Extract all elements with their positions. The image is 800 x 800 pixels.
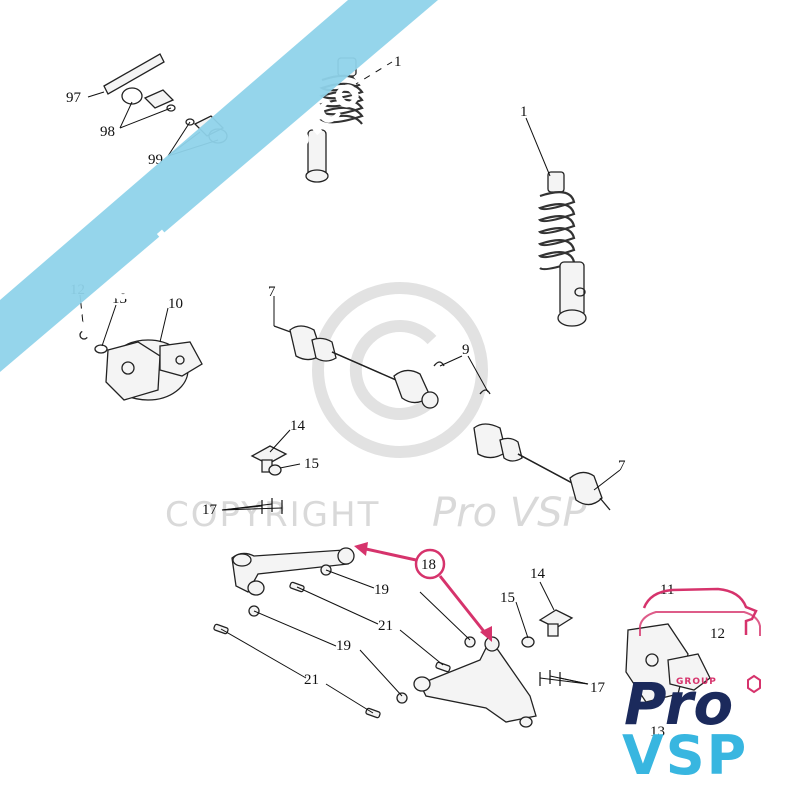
leader-lines (79, 61, 621, 714)
label-21-lower: 21 (304, 672, 319, 688)
label-7-upper: 7 (268, 284, 276, 300)
logo-group-text: GROUP (676, 677, 717, 687)
long-bolts (213, 581, 451, 719)
label-7-lower: 7 (618, 458, 626, 474)
shock-absorber-right (537, 171, 587, 327)
label-19-lower: 19 (336, 638, 351, 654)
label-17-right: 17 (590, 680, 606, 696)
drive-shaft-lower (473, 423, 611, 511)
label-13-left: 13 (112, 291, 127, 307)
copyright-watermark: COPYRIGHT Pro VSP (165, 282, 588, 536)
label-9: 9 (462, 342, 470, 358)
copyright-brand: Pro VSP (432, 490, 588, 536)
label-98: 98 (100, 124, 115, 140)
label-21-upper: 21 (378, 618, 393, 634)
provsp-logo: GROUP Pro VSP (622, 587, 761, 787)
logo-pro-text: Pro (624, 670, 733, 738)
lower-control-arm (413, 636, 537, 728)
site-banner: pro-piece-vsp.com (0, 0, 438, 372)
label-1-upper: 1 (394, 54, 402, 70)
label-14-left: 14 (290, 418, 306, 434)
hexagon-icon (747, 674, 761, 694)
label-15-left: 15 (304, 456, 319, 472)
bolts-left (261, 498, 283, 514)
logo-vsp-text: VSP (622, 724, 748, 787)
bolts-right (539, 670, 561, 686)
ball-joint-left (250, 445, 288, 476)
highlight-18 (354, 542, 492, 642)
label-1-right: 1 (520, 104, 528, 120)
label-19-upper: 19 (374, 582, 389, 598)
upper-control-arm (231, 547, 355, 596)
label-18: 18 (421, 557, 436, 573)
label-13-right: 13 (650, 724, 665, 740)
part-labels: 97 98 99 1 1 12 13 10 7 9 7 14 15 17 18 … (66, 54, 725, 740)
hub-assembly-right (625, 623, 711, 703)
copyright-text: COPYRIGHT (165, 495, 380, 535)
label-12-right: 12 (710, 626, 725, 642)
label-10: 10 (168, 296, 183, 312)
label-15-right: 15 (500, 590, 515, 606)
label-97: 97 (66, 90, 82, 106)
drive-shaft-upper (273, 325, 439, 409)
label-17-left: 17 (202, 502, 218, 518)
label-14-right: 14 (530, 566, 546, 582)
ball-joint-right (521, 609, 574, 648)
hub-knuckle (79, 330, 203, 401)
